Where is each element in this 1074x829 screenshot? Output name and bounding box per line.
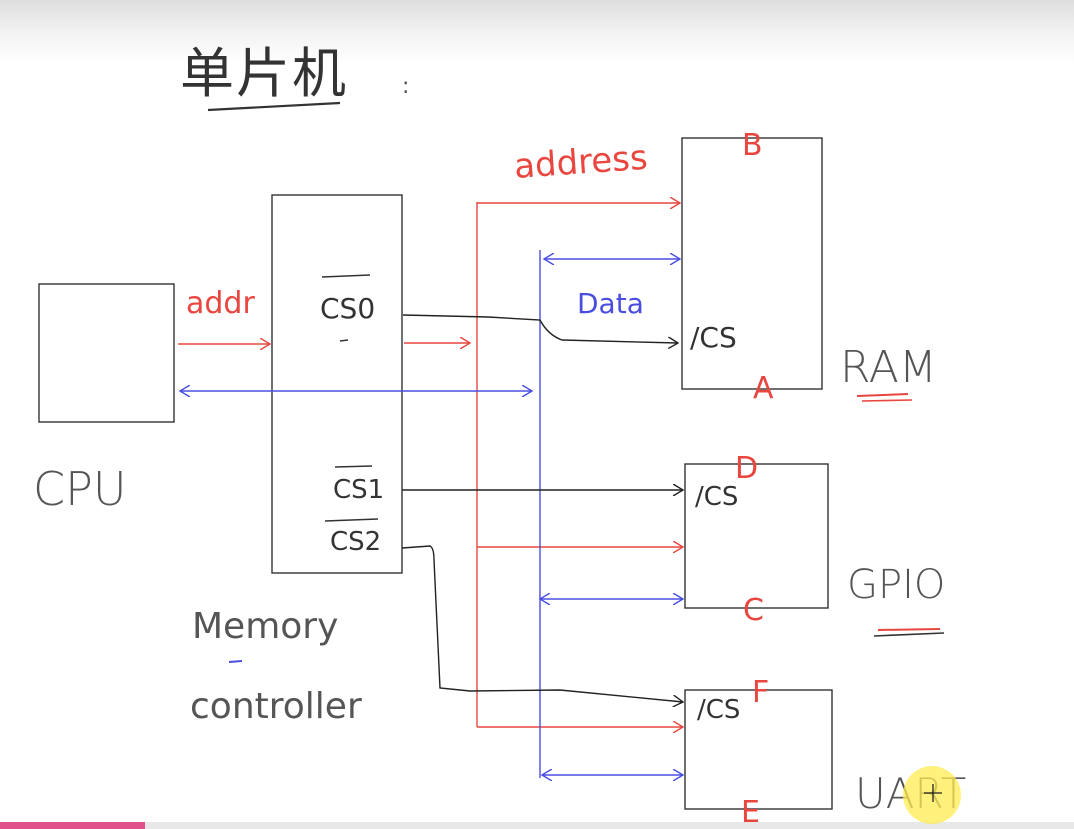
cs0-overbar xyxy=(321,274,371,278)
uart-block xyxy=(684,689,833,810)
gpio-block xyxy=(684,463,829,609)
ram-corner-bottom: A xyxy=(753,371,774,406)
memory-controller-label-line1: Memory xyxy=(192,606,338,647)
cs0-tick xyxy=(339,339,349,342)
ram-label: RAM xyxy=(840,342,937,393)
memory-controller-label-line2: controller xyxy=(190,686,362,727)
address-bus-label: address xyxy=(513,138,649,187)
uart-corner-bottom: E xyxy=(741,795,760,829)
addr-bus-label: addr xyxy=(186,286,255,321)
cpu-label: CPU xyxy=(33,462,127,516)
video-progress-fill xyxy=(0,822,145,829)
ram-block xyxy=(681,137,823,390)
data-bus-label: Data xyxy=(577,287,644,320)
cs2-label: CS2 xyxy=(330,527,381,557)
browser-top-bar xyxy=(0,0,1074,64)
cs1-label: CS1 xyxy=(333,475,384,505)
gpio-cs-label: /CS xyxy=(695,482,738,512)
gpio-underline-1 xyxy=(877,628,941,631)
memory-controller-block xyxy=(271,194,403,574)
video-progress-bar[interactable] xyxy=(0,822,1074,829)
cs0-to-ram-line xyxy=(402,314,678,343)
gpio-underline-2 xyxy=(873,632,945,637)
title-underline xyxy=(207,101,341,112)
cs2-overbar xyxy=(324,518,379,522)
cpu-block xyxy=(38,283,175,423)
gpio-corner-bottom: C xyxy=(743,593,764,628)
uart-cs-label: /CS xyxy=(697,695,740,725)
cs2-to-uart-line xyxy=(401,545,683,702)
gpio-label: GPIO xyxy=(847,562,945,608)
gpio-corner-top: D xyxy=(735,451,758,486)
diagram-title: 单片机 xyxy=(180,42,348,105)
uart-corner-top: F xyxy=(752,675,769,710)
memory-controller-tick xyxy=(228,660,243,663)
cs1-overbar xyxy=(334,465,373,468)
ram-corner-top: B xyxy=(742,128,763,163)
ram-underline-1 xyxy=(856,393,909,397)
cursor-highlight xyxy=(903,766,961,824)
ram-underline-2 xyxy=(861,399,913,402)
cs0-label: CS0 xyxy=(320,292,375,325)
ram-cs-label: /CS xyxy=(690,321,737,354)
crosshair-cursor-icon xyxy=(924,784,942,802)
title-colon: : xyxy=(402,74,409,99)
